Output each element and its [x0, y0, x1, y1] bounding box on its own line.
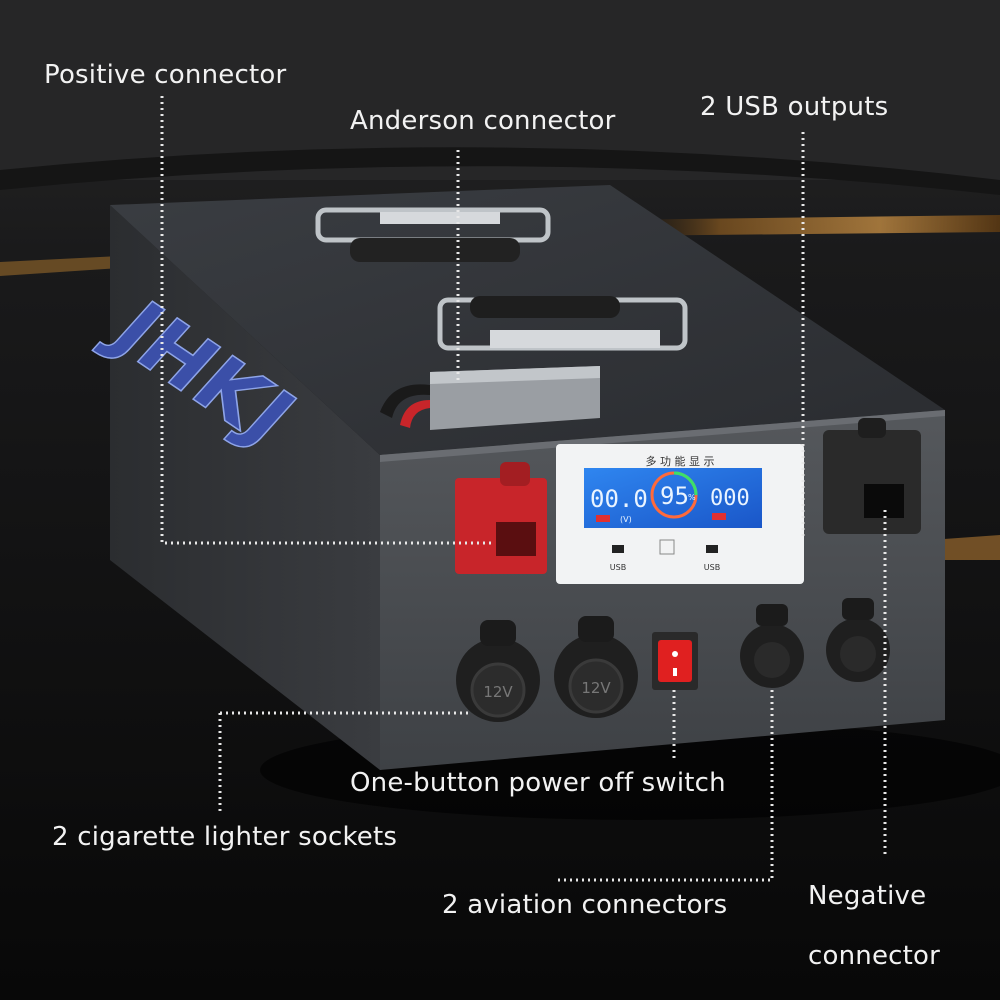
- aviation-connector-right: [826, 598, 890, 682]
- anderson-connector: [380, 366, 600, 430]
- socket-label-left: 12V: [483, 683, 513, 701]
- label-cigarette-sockets: 2 cigarette lighter sockets: [52, 822, 398, 852]
- socket-label-right: 12V: [581, 679, 611, 697]
- usb-port-right: [706, 545, 718, 553]
- label-usb-outputs: 2 USB outputs: [700, 92, 889, 122]
- display-title: 多 功 能 显 示: [646, 454, 715, 468]
- label-positive-connector: Positive connector: [44, 60, 287, 90]
- label-negative-line2: connector: [808, 941, 941, 971]
- label-anderson-connector: Anderson connector: [350, 106, 616, 136]
- top-handle-rear: [315, 207, 551, 262]
- cigarette-socket-left: 12V: [456, 620, 540, 722]
- label-negative-line1: Negative: [808, 881, 927, 911]
- power-switch: [652, 632, 698, 690]
- positive-terminal: [455, 462, 547, 574]
- percent-unit: %: [688, 493, 696, 502]
- multifunction-display: 多 功 能 显 示 00.0 (V) 95 % 000 USB USB: [556, 444, 804, 584]
- power-readout: 000: [710, 486, 750, 511]
- negative-terminal: [823, 418, 921, 534]
- aviation-connector-left: [740, 604, 804, 688]
- cigarette-socket-right: 12V: [554, 616, 638, 718]
- label-negative-connector: Negative connector: [808, 866, 940, 986]
- usb-label-right: USB: [704, 563, 720, 572]
- top-handle-front: [437, 296, 688, 351]
- label-aviation-connectors: 2 aviation connectors: [442, 890, 728, 920]
- callout-lines: [160, 96, 887, 882]
- usb-label-left: USB: [610, 563, 626, 572]
- voltage-readout: 00.0: [590, 485, 648, 513]
- percent-readout: 95: [660, 482, 689, 510]
- label-power-switch: One-button power off switch: [350, 768, 726, 798]
- usb-port-left: [612, 545, 624, 553]
- voltage-unit: (V): [620, 515, 632, 524]
